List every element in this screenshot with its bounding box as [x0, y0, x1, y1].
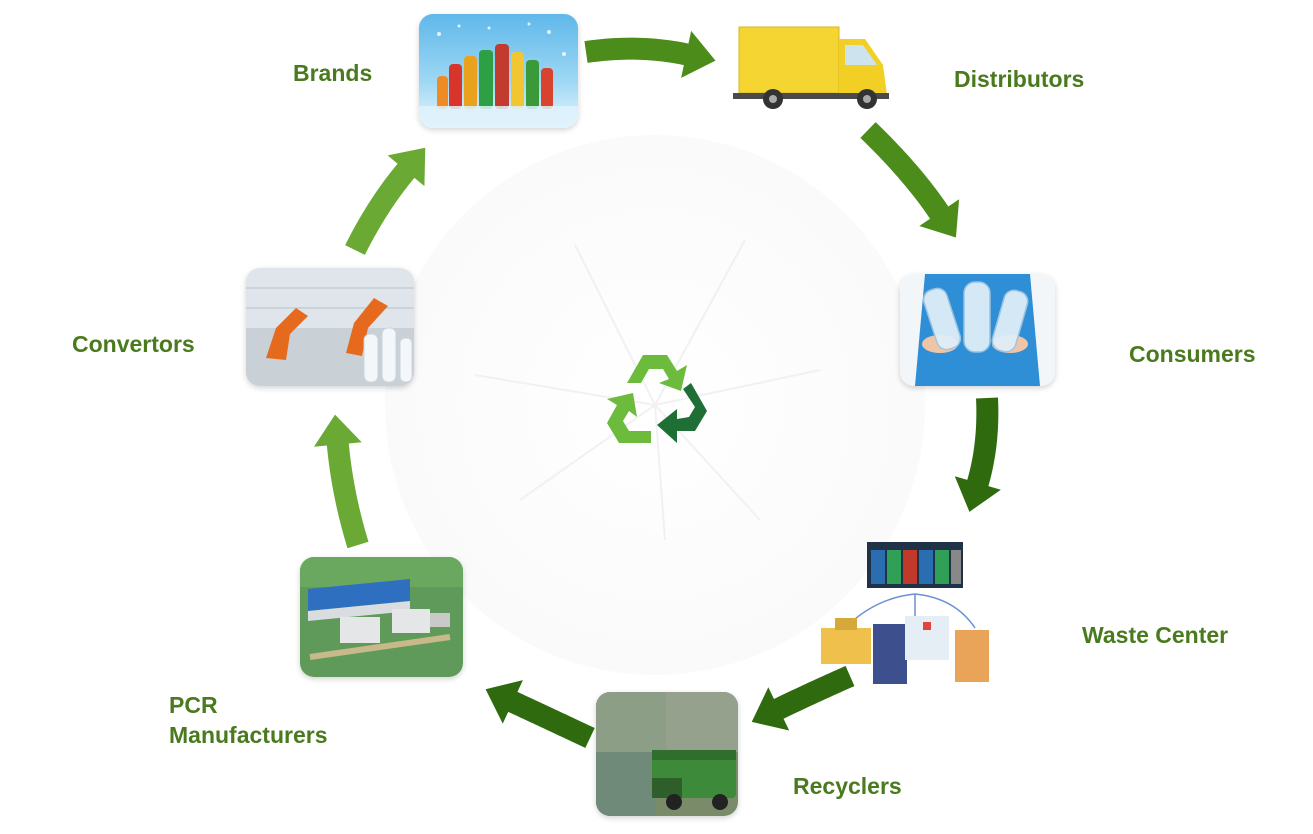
- robotic-bottle-production-image: [246, 268, 414, 386]
- person-holding-bottles-image: [900, 274, 1055, 386]
- label-pcr-manufacturers-line-2: Manufacturers: [169, 722, 328, 748]
- recycle-arrow-top: [627, 355, 687, 391]
- arrow-consumers-to-waste-center-shape: [954, 397, 1001, 512]
- label-convertors: Convertors: [72, 329, 195, 359]
- label-brands: Brands: [293, 58, 372, 88]
- baled-plastic-garbage-truck-image: [596, 692, 738, 816]
- factory-aerial-image: [300, 557, 463, 677]
- arrow-convertors-to-brands-shape: [345, 147, 426, 255]
- arrow-distributors-to-consumers: [860, 122, 960, 238]
- brands-node: [419, 14, 578, 128]
- label-distributors-text: Distributors: [954, 66, 1085, 92]
- label-waste-center-text: Waste Center: [1082, 622, 1229, 648]
- label-brands-text: Brands: [293, 60, 373, 86]
- label-consumers: Consumers: [1129, 339, 1256, 369]
- label-pcr-manufacturers-line-1: PCR: [169, 692, 218, 718]
- label-convertors-text: Convertors: [72, 331, 195, 357]
- pcr-manufacturers-node: [300, 557, 463, 677]
- convertors-node: [246, 268, 414, 386]
- label-waste-center: Waste Center: [1082, 620, 1228, 650]
- distributors-node: [733, 25, 893, 111]
- consumers-node: [900, 274, 1055, 386]
- label-recyclers: Recyclers: [793, 771, 902, 801]
- delivery-truck-image: [733, 26, 889, 109]
- beverage-bottles-image: [419, 14, 578, 128]
- arrow-convertors-to-brands: [345, 147, 426, 255]
- arrow-brands-to-distributors-shape: [584, 30, 716, 78]
- background-rays: [474, 239, 821, 541]
- waste-collection-network-image: [821, 542, 989, 684]
- arrow-waste-center-to-recyclers: [751, 665, 855, 731]
- label-distributors: Distributors: [954, 64, 1084, 94]
- arrow-recyclers-to-pcr-shape: [485, 680, 595, 748]
- cycle-arrows: [313, 30, 1001, 748]
- recycle-arrow-right: [657, 383, 707, 443]
- arrow-recyclers-to-pcr: [485, 680, 595, 748]
- arrow-distributors-to-consumers-shape: [860, 122, 960, 238]
- label-recyclers-text: Recyclers: [793, 773, 902, 799]
- arrow-brands-to-distributors: [584, 30, 716, 78]
- arrow-pcr-to-convertors: [313, 414, 369, 549]
- arrow-consumers-to-waste-center: [954, 397, 1001, 512]
- label-pcr-manufacturers: PCR Manufacturers: [169, 690, 327, 750]
- recyclers-node: [596, 692, 738, 816]
- recycle-icon: [607, 355, 707, 443]
- arrow-pcr-to-convertors-shape: [313, 414, 369, 549]
- arrow-waste-center-to-recyclers-shape: [751, 665, 855, 731]
- recycle-arrow-left: [607, 393, 651, 443]
- waste-center-node: [815, 538, 995, 690]
- label-consumers-text: Consumers: [1129, 341, 1256, 367]
